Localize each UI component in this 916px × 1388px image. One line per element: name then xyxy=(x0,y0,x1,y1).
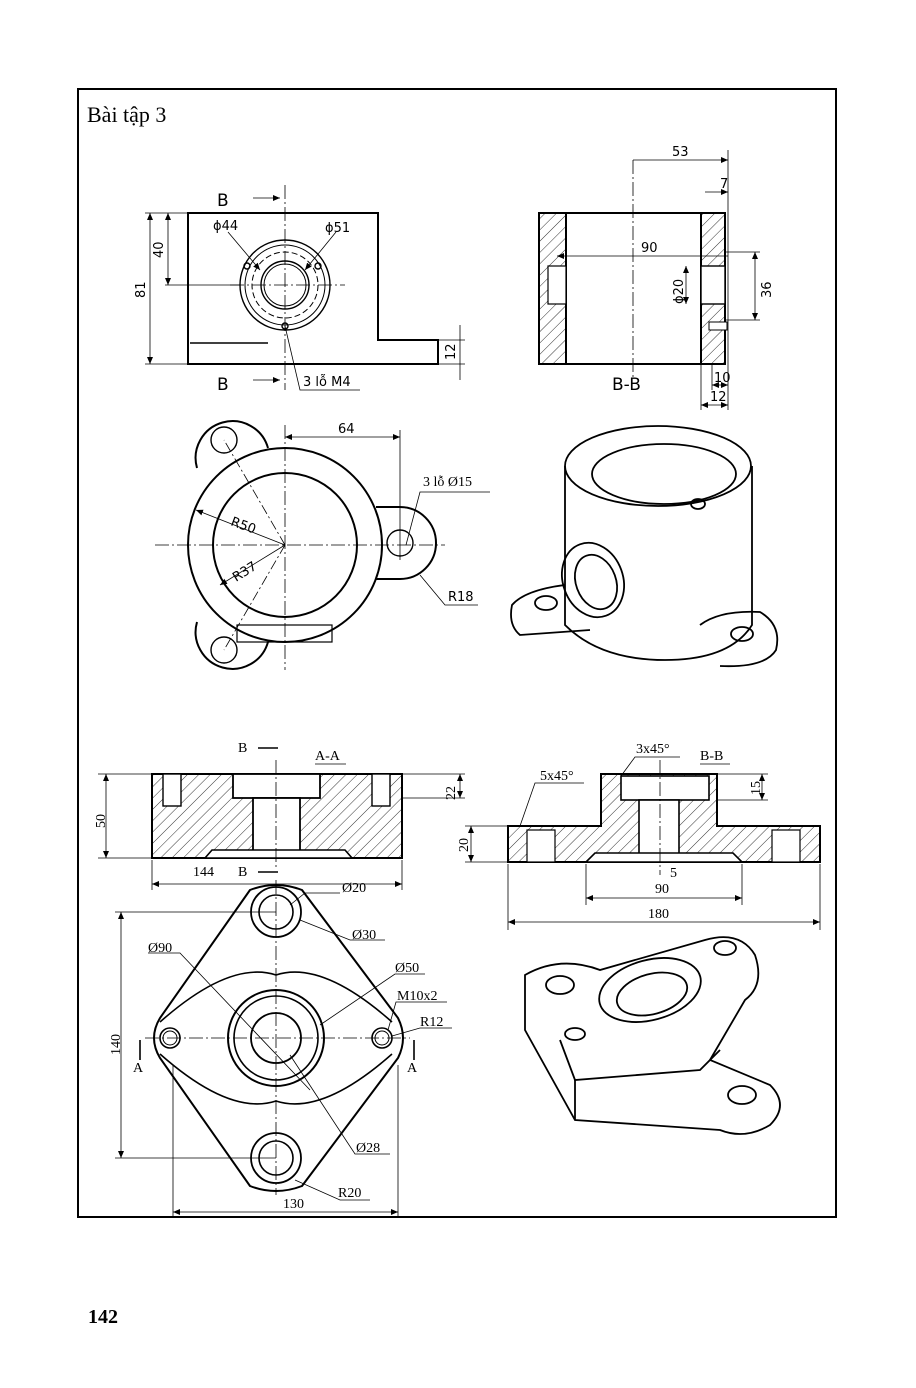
section-label-bb-2: B-B xyxy=(700,749,723,764)
dim-d50: Ø50 xyxy=(395,961,419,976)
dim-h81: 81 xyxy=(134,281,149,298)
dim-r20: R20 xyxy=(338,1186,361,1201)
section-mark-b-top: B xyxy=(217,191,229,211)
dim-d20: ϕ20 xyxy=(672,279,687,304)
dim-d51: ϕ51 xyxy=(325,221,350,236)
dim-d28: Ø28 xyxy=(356,1141,380,1156)
dim-h50: 50 xyxy=(94,814,109,828)
dim-chamfer-5x45: 5x45° xyxy=(540,769,574,784)
part2-isometric-view xyxy=(524,936,781,1135)
dim-d20-plan: Ø20 xyxy=(342,881,366,896)
dim-h20: 20 xyxy=(457,838,472,852)
section-mark-b-bottom: B xyxy=(217,375,229,395)
dim-holes-d15: 3 lỗ Ø15 xyxy=(423,475,472,490)
part2-plan-view xyxy=(115,880,452,1218)
dim-w12: 12 xyxy=(710,390,727,405)
dim-h15: 15 xyxy=(749,781,764,795)
dim-chamfer-3x45: 3x45° xyxy=(636,742,670,757)
dim-w64: 64 xyxy=(338,422,355,437)
section-mark-a-right: A xyxy=(407,1061,418,1076)
dim-w7: 7 xyxy=(720,177,728,192)
dim-h12: 12 xyxy=(444,343,459,360)
dim-d90: Ø90 xyxy=(148,941,172,956)
dim-d30: Ø30 xyxy=(352,928,376,943)
dim-h40: 40 xyxy=(152,241,167,258)
part1-section-bb xyxy=(538,150,760,410)
page-number: 142 xyxy=(88,1306,118,1328)
part1-front-view xyxy=(145,185,465,391)
section-mark-b-bottom-2: B xyxy=(238,865,247,880)
dim-w180: 180 xyxy=(648,907,669,922)
part2-section-bb xyxy=(465,756,821,930)
drawing-frame xyxy=(77,88,837,1218)
dim-r50: R50 xyxy=(229,515,258,538)
dim-h36: 36 xyxy=(760,281,775,298)
section-label-bb: B-B xyxy=(612,375,641,395)
dim-w90: 90 xyxy=(641,241,658,256)
dim-r18: R18 xyxy=(448,590,474,605)
dim-d44: ϕ44 xyxy=(213,219,238,234)
part2-section-aa xyxy=(98,747,465,890)
dim-w130: 130 xyxy=(283,1197,304,1212)
dim-thread: M10x2 xyxy=(397,989,437,1004)
dim-w53: 53 xyxy=(672,145,689,160)
section-label-aa: A-A xyxy=(315,749,341,764)
dim-w144: 144 xyxy=(193,865,214,880)
dim-r12: R12 xyxy=(420,1015,443,1030)
section-mark-b-top-2: B xyxy=(238,741,247,756)
dim-w5: 5 xyxy=(670,866,677,881)
dim-w10: 10 xyxy=(714,371,731,386)
dim-holes-m4: 3 lỗ M4 xyxy=(303,375,351,390)
dim-h140: 140 xyxy=(109,1034,124,1055)
dim-h22: 22 xyxy=(444,786,459,800)
part1-top-view xyxy=(155,420,490,670)
exercise-title: Bài tập 3 xyxy=(87,102,167,127)
section-mark-a-left: A xyxy=(133,1061,144,1076)
dim-w90-2: 90 xyxy=(655,882,669,897)
part1-isometric-view xyxy=(510,425,779,668)
